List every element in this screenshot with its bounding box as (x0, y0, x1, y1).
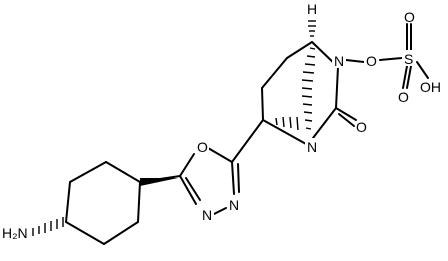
atom-label-n-oxadiazole-2: N (202, 207, 212, 223)
bond (261, 87, 264, 121)
bond (286, 41, 313, 59)
bond (335, 107, 357, 121)
bond (402, 65, 408, 89)
atom-label-oh: OH (420, 79, 441, 95)
hashed-bond (301, 79, 314, 82)
hashed-bond (289, 116, 292, 129)
hashed-bond (303, 111, 313, 114)
bond (213, 207, 227, 215)
atom-label-s: S (404, 51, 413, 67)
bond (379, 57, 403, 61)
hashed-bond (296, 116, 299, 131)
atom-label-o-sulfonyl-top: O (404, 9, 415, 25)
wedge-bond (140, 178, 178, 186)
atom-label-n-bridgehead: N (307, 139, 317, 155)
hashed-bond (301, 87, 313, 90)
bond (179, 153, 195, 177)
atom-label-o-ester: O (366, 53, 377, 69)
bond (406, 65, 412, 89)
atom-label-n-oxadiazole-1: N (229, 197, 239, 213)
bond (185, 177, 201, 201)
atom-labels: H N O S O O OH O N O N N H₂N (2, 1, 441, 241)
atom-label-h: H (307, 1, 317, 17)
bond (103, 221, 139, 245)
atom-label-o-oxadiazole: O (197, 139, 208, 155)
bond (237, 163, 240, 193)
bond (65, 221, 105, 245)
atom-label-nh2: H₂N (2, 225, 28, 241)
hashed-bond (301, 95, 313, 98)
atom-label-o-carbonyl: O (356, 119, 367, 135)
bond (416, 61, 429, 79)
bond (261, 57, 288, 89)
bond (231, 161, 235, 195)
hashed-bond (302, 71, 315, 74)
hashed-bond (275, 117, 278, 126)
hashed-bond (304, 63, 316, 66)
bond (262, 119, 307, 145)
bond (105, 161, 141, 183)
bond (335, 66, 339, 109)
hashed-bond (309, 47, 316, 50)
bond (137, 181, 141, 223)
atom-label-o-sulfonyl-bottom: O (398, 89, 409, 105)
hashed-bond (302, 103, 313, 106)
bond (345, 59, 365, 63)
hashed-bond (282, 116, 285, 128)
hashed-bond (304, 119, 313, 122)
bond (69, 161, 107, 183)
bond (338, 113, 355, 127)
stereo-bonds (32, 20, 316, 236)
hashed-bond (306, 55, 316, 58)
bond (207, 147, 233, 163)
bond (231, 119, 264, 163)
bond (179, 175, 197, 205)
bond (65, 181, 71, 223)
bond (312, 107, 337, 139)
atom-label-n-ring: N (334, 53, 344, 69)
hashed-bond (305, 127, 312, 130)
